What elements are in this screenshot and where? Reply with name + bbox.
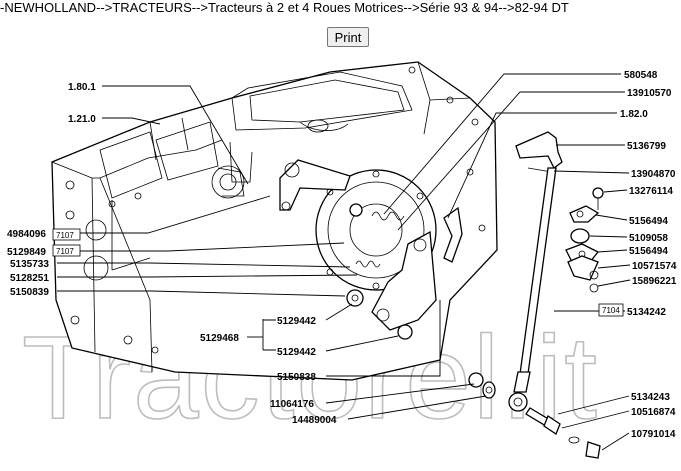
print-button[interactable]: Print: [327, 27, 369, 47]
label-1-82-0: 1.82.0: [620, 109, 648, 120]
label-14489004: 14489004: [292, 415, 337, 426]
label-5156494-a: 5156494: [629, 216, 668, 227]
label-5150838: 5150838: [277, 372, 316, 383]
label-5129442-b: 5129442: [277, 347, 316, 358]
breadcrumb: -NEWHOLLAND-->TRACTEURS-->Tracteurs à 2 …: [0, 0, 569, 15]
label-4984096: 4984096: [7, 229, 46, 240]
label-5128251: 5128251: [10, 273, 49, 284]
label-15896221: 15896221: [632, 276, 677, 287]
label-13910570: 13910570: [627, 88, 672, 99]
label-1-21-0: 1.21.0: [68, 114, 96, 125]
label-5129468: 5129468: [200, 333, 239, 344]
label-13904870: 13904870: [631, 169, 676, 180]
label-13276114: 13276114: [629, 186, 673, 197]
ref-box-7107-a: 7107: [56, 231, 74, 240]
label-5129442-a: 5129442: [277, 316, 316, 327]
label-5134243: 5134243: [631, 392, 670, 403]
ref-box-7104: 7104: [602, 306, 620, 315]
label-5135733: 5135733: [10, 259, 49, 270]
label-5136799: 5136799: [627, 141, 666, 152]
label-5129849: 5129849: [7, 247, 46, 258]
label-10516874: 10516874: [631, 407, 676, 418]
transmission-housing: [51, 61, 498, 381]
parts-diagram: Tractorel.it: [7, 61, 677, 459]
label-5156494-b: 5156494: [629, 246, 668, 257]
ref-box-7107-b: 7107: [56, 247, 74, 256]
label-5109058: 5109058: [629, 233, 668, 244]
label-580548: 580548: [624, 70, 658, 81]
label-5150839: 5150839: [10, 287, 49, 298]
label-11064176: 11064176: [270, 399, 314, 410]
reference-boxes: 7107 7107 7104: [52, 228, 624, 317]
linkage-parts: [468, 131, 604, 459]
label-5134242: 5134242: [627, 307, 666, 318]
part-labels: 1.80.1 1.21.0 4984096 5129849 5135733 51…: [7, 70, 677, 440]
leader-lines: [57, 73, 631, 451]
label-1-80-1: 1.80.1: [68, 82, 96, 93]
label-10791014: 10791014: [631, 429, 676, 440]
label-10571574: 10571574: [632, 261, 677, 272]
